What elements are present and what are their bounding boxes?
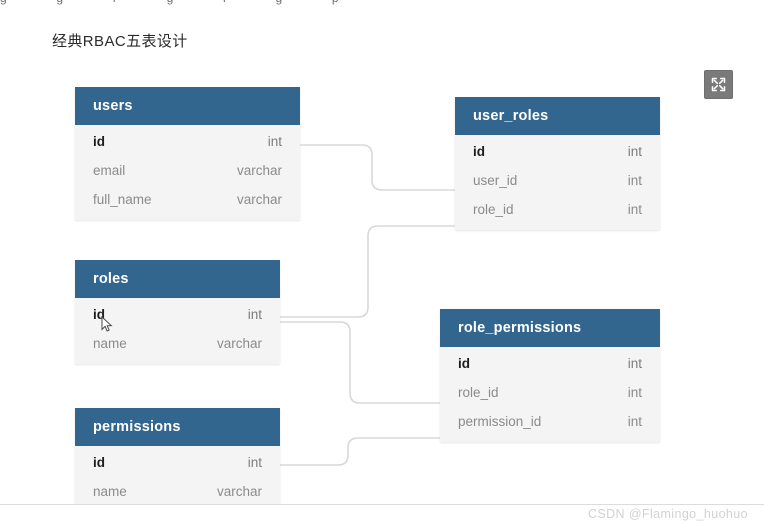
column-type: int xyxy=(627,173,642,188)
column-type: varchar xyxy=(236,163,282,178)
entity-header-role-permissions: role_permissions xyxy=(440,309,660,347)
entity-column-row[interactable]: id int xyxy=(75,300,280,329)
column-type: int xyxy=(627,385,642,400)
column-type: varchar xyxy=(216,484,262,499)
entity-column-row[interactable]: user_id int xyxy=(455,166,660,195)
column-type: int xyxy=(627,414,642,429)
column-name: id xyxy=(458,356,470,371)
column-type: varchar xyxy=(236,192,282,207)
column-name: id xyxy=(93,307,105,322)
fullscreen-icon xyxy=(710,76,727,93)
clipped-glyph: g xyxy=(56,0,63,5)
column-type: int xyxy=(627,144,642,159)
page-title: 经典RBAC五表设计 xyxy=(52,33,188,50)
column-type: int xyxy=(247,455,262,470)
entity-header-user-roles: user_roles xyxy=(455,97,660,135)
clipped-top-text: g g r g i g p xyxy=(0,0,764,5)
column-name: name xyxy=(93,484,127,499)
entity-columns-roles: id int name varchar xyxy=(75,298,280,364)
column-name: permission_id xyxy=(458,414,542,429)
clipped-glyph: i xyxy=(223,0,226,5)
column-name: name xyxy=(93,336,127,351)
entity-header-roles: roles xyxy=(75,260,280,298)
entity-table-role-permissions[interactable]: role_permissions id int role_id int perm… xyxy=(440,309,660,442)
entity-column-row[interactable]: full_name varchar xyxy=(75,185,300,214)
clipped-glyph: p xyxy=(332,0,339,5)
entity-columns-role-permissions: id int role_id int permission_id int xyxy=(440,347,660,442)
column-type: int xyxy=(247,307,262,322)
entity-column-row[interactable]: name varchar xyxy=(75,477,280,504)
column-name: id xyxy=(93,455,105,470)
clipped-glyph: g xyxy=(167,0,174,5)
relation-line-permissions-rolepermissions xyxy=(280,437,440,466)
column-name: user_id xyxy=(473,173,518,188)
entity-column-row[interactable]: id int xyxy=(440,349,660,378)
entity-table-roles[interactable]: roles id int name varchar xyxy=(75,260,280,364)
relation-line-users-userroles xyxy=(300,144,455,191)
entity-table-user-roles[interactable]: user_roles id int user_id int role_id in… xyxy=(455,97,660,230)
column-name: role_id xyxy=(458,385,499,400)
entity-column-row[interactable]: id int xyxy=(75,127,300,156)
column-type: int xyxy=(627,356,642,371)
entity-header-permissions: permissions xyxy=(75,408,280,446)
entity-column-row[interactable]: role_id int xyxy=(455,195,660,224)
column-type: varchar xyxy=(216,336,262,351)
clipped-glyph: r xyxy=(113,0,117,5)
column-name: id xyxy=(93,134,105,149)
column-name: id xyxy=(473,144,485,159)
entity-column-row[interactable]: name varchar xyxy=(75,329,280,358)
watermark: CSDN @Flamingo_huohuo xyxy=(587,507,748,521)
entity-column-row[interactable]: id int xyxy=(75,448,280,477)
entity-columns-user-roles: id int user_id int role_id int xyxy=(455,135,660,230)
clipped-glyph: g xyxy=(0,0,7,5)
column-name: role_id xyxy=(473,202,514,217)
entity-columns-users: id int email varchar full_name varchar xyxy=(75,125,300,220)
entity-column-row[interactable]: id int xyxy=(455,137,660,166)
column-name: email xyxy=(93,163,126,178)
relation-line-roles-userroles xyxy=(280,225,455,318)
entity-column-row[interactable]: email varchar xyxy=(75,156,300,185)
column-type: int xyxy=(267,134,282,149)
entity-header-users: users xyxy=(75,87,300,125)
entity-table-permissions[interactable]: permissions id int name varchar xyxy=(75,408,280,504)
column-type: int xyxy=(627,202,642,217)
entity-table-users[interactable]: users id int email varchar full_name var… xyxy=(75,87,300,220)
column-name: full_name xyxy=(93,192,152,207)
diagram-canvas[interactable]: users id int email varchar full_name var… xyxy=(0,56,764,505)
relation-line-roles-rolepermissions xyxy=(280,321,440,404)
entity-columns-permissions: id int name varchar xyxy=(75,446,280,504)
fullscreen-button[interactable] xyxy=(704,70,733,99)
clipped-glyph: g xyxy=(275,0,282,5)
entity-column-row[interactable]: role_id int xyxy=(440,378,660,407)
entity-column-row[interactable]: permission_id int xyxy=(440,407,660,436)
